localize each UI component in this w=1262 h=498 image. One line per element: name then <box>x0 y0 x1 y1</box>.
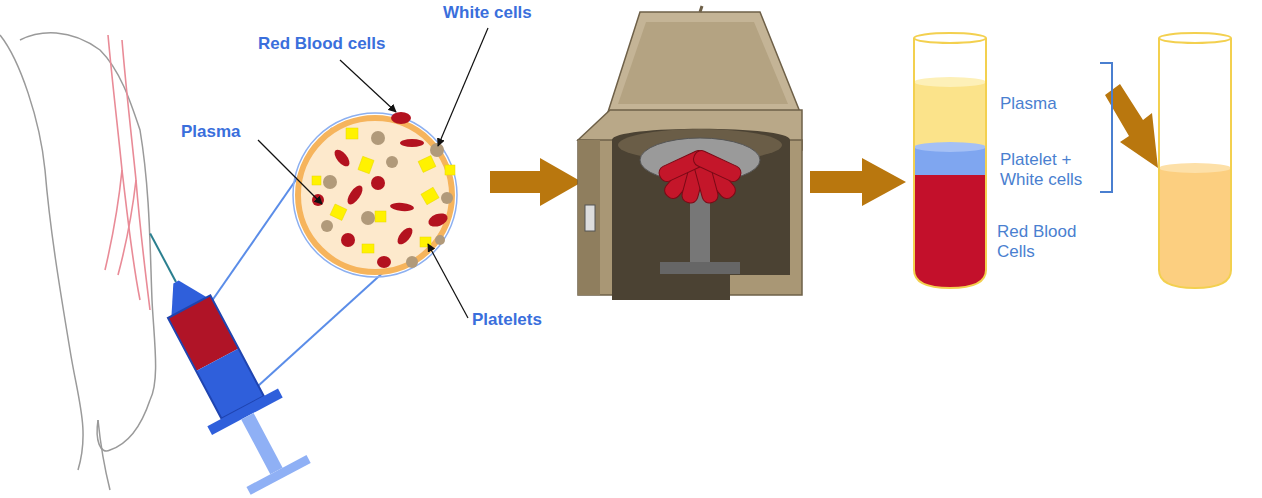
layer-label: Red Blood Cells <box>997 222 1095 261</box>
arm-outline <box>0 33 156 490</box>
cell-label: White cells <box>443 3 532 23</box>
cell-label: Platelets <box>472 310 542 330</box>
layer-label: Plasma <box>1000 94 1100 114</box>
layer-label: Platelet + White cells <box>1000 150 1098 189</box>
cell-label: Red Blood cells <box>258 34 386 54</box>
centrifuge <box>578 6 802 300</box>
bracket <box>1100 63 1112 192</box>
cell-label: Plasma <box>181 122 241 142</box>
syringe <box>115 215 316 498</box>
leader-lines <box>258 28 488 318</box>
separated-tube <box>914 33 986 288</box>
platelets <box>312 128 455 253</box>
plasma-tube <box>1159 33 1231 288</box>
centrifuge-tubes <box>657 148 744 204</box>
veins <box>105 35 150 310</box>
white-cells <box>321 131 453 268</box>
